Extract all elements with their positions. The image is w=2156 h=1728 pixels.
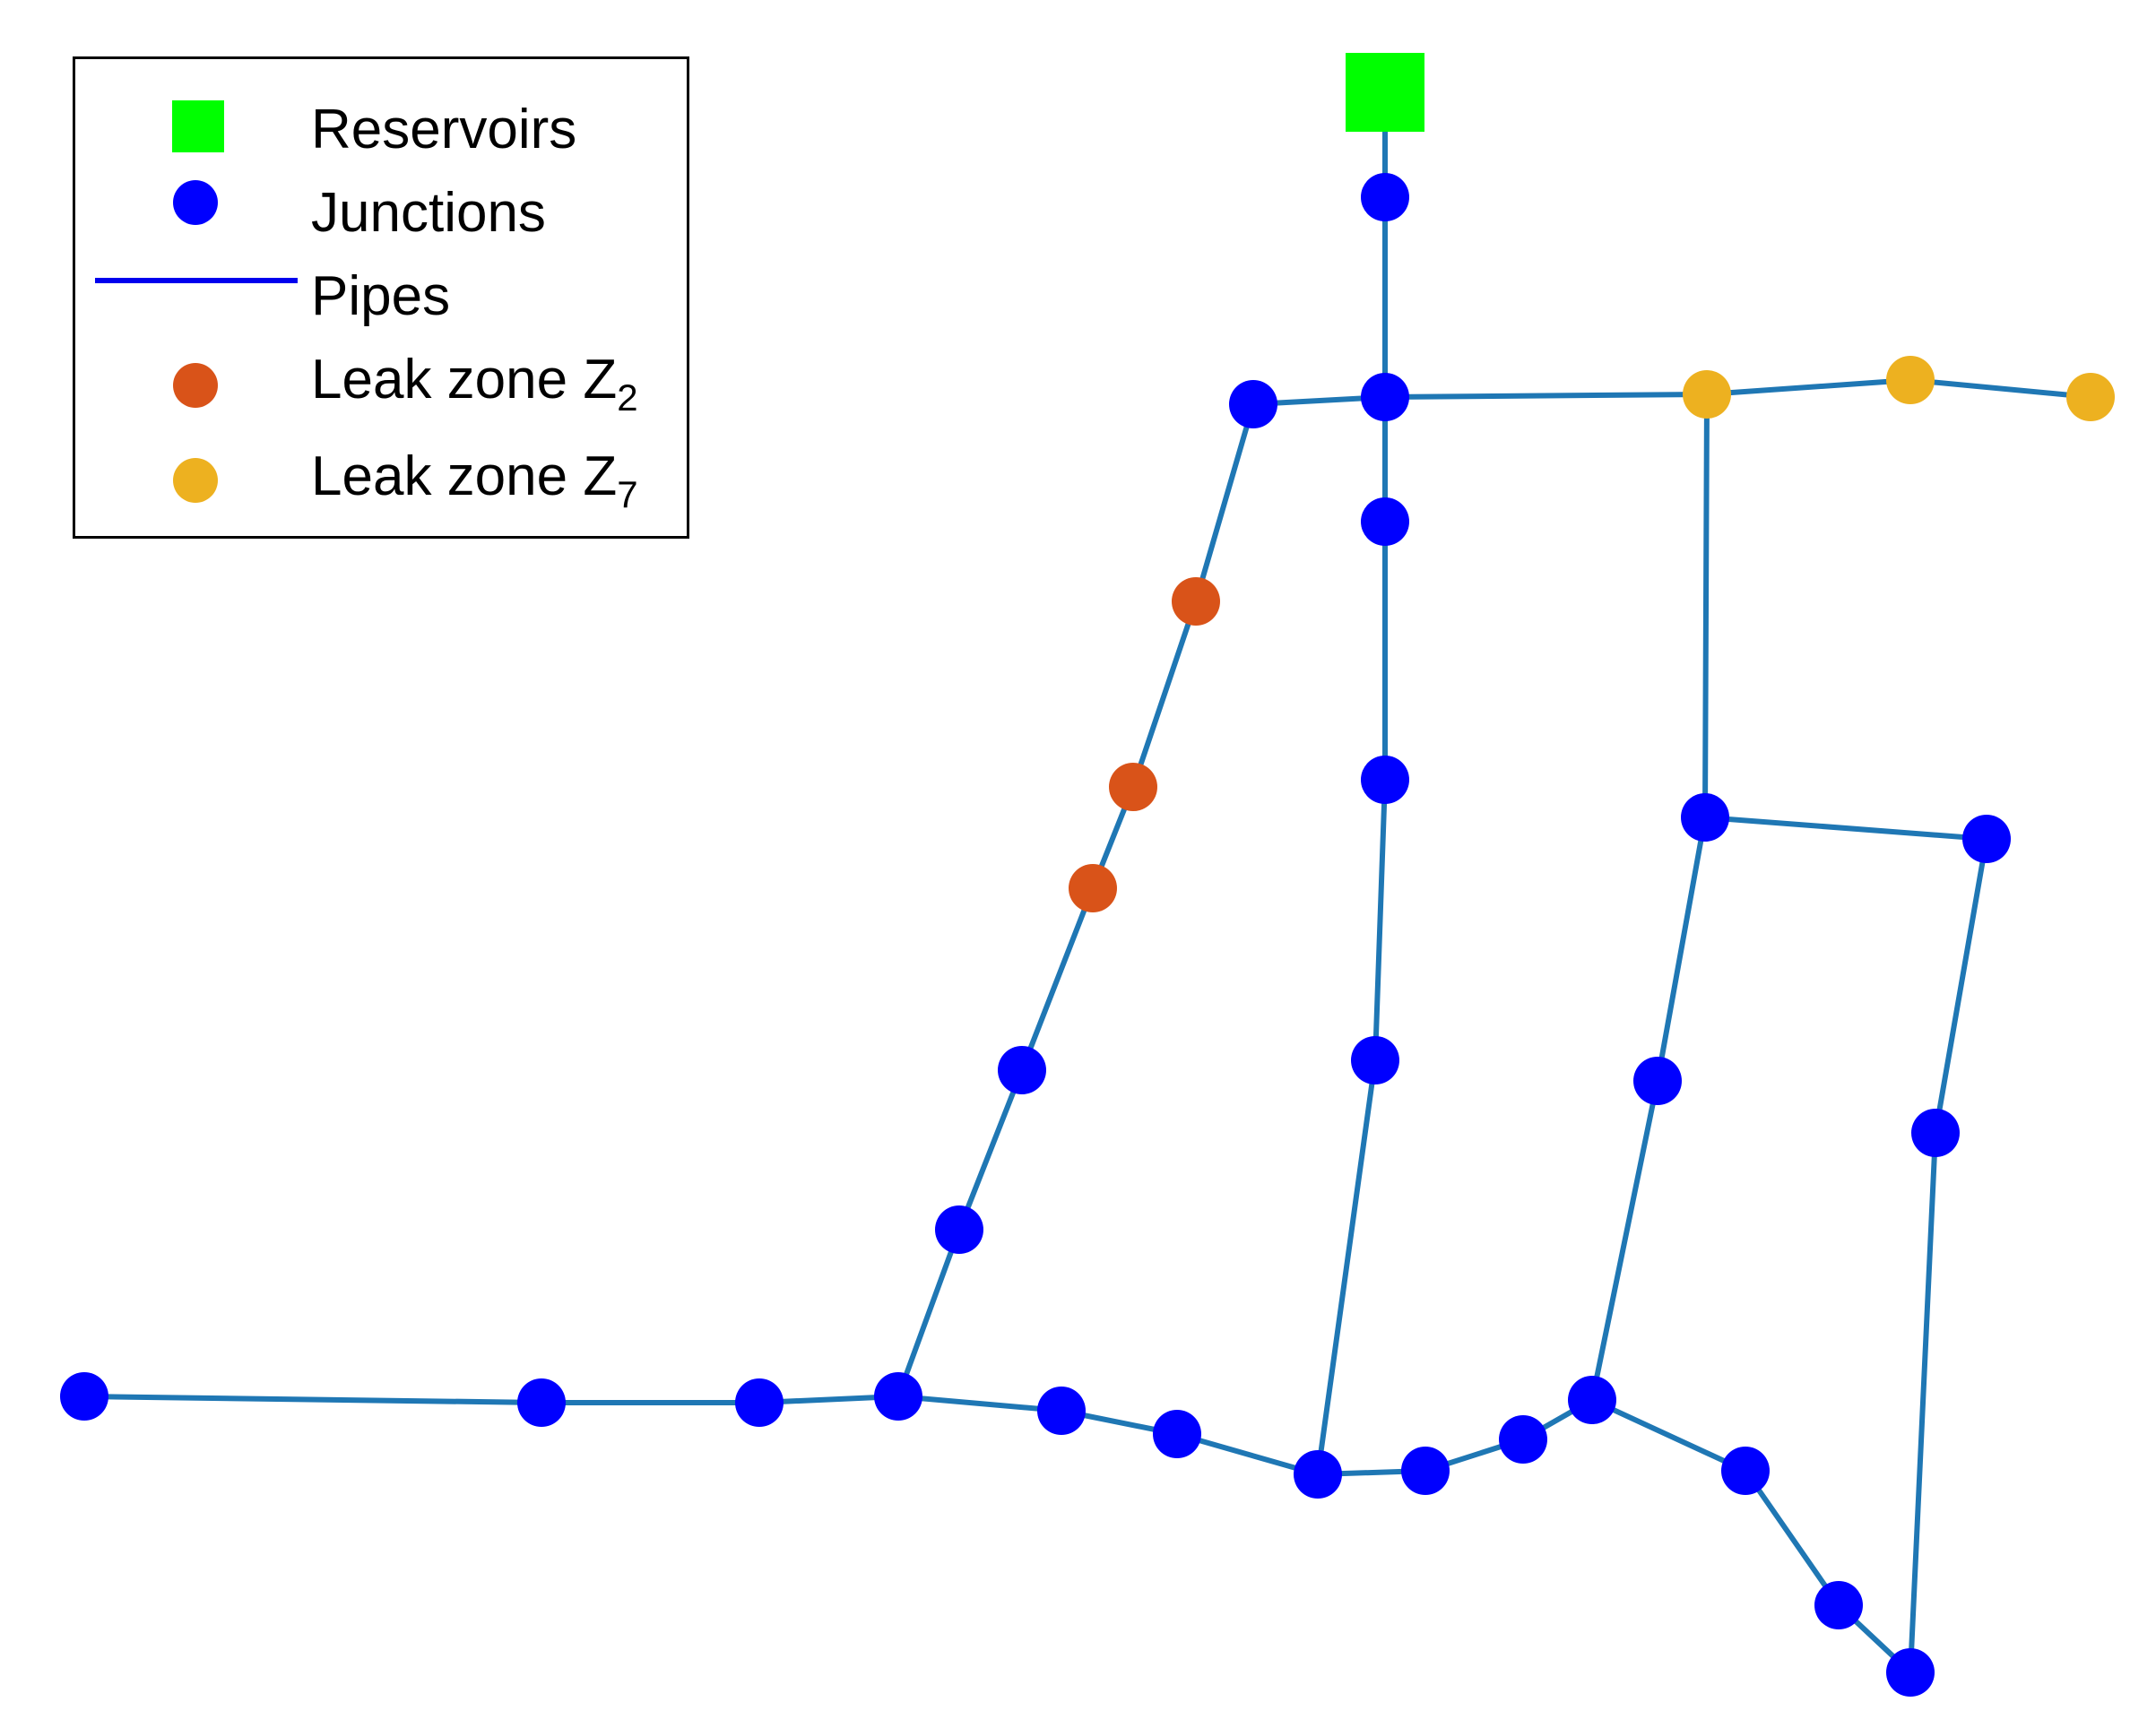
pipe-J10-J11: [1130, 599, 1199, 790]
junction-node: [874, 1372, 922, 1421]
junction-node: [517, 1378, 566, 1427]
pipe-J29-J30: [1743, 1468, 1841, 1608]
junction-node: [998, 1046, 1046, 1094]
pipe-J3-J10: [1193, 402, 1256, 604]
legend-item-leak-zone-z7: Leak zone Z7: [75, 440, 687, 521]
junction-dot-icon: [173, 180, 218, 225]
leak-zone-z2-node: [1069, 864, 1117, 912]
junction-node: [735, 1378, 784, 1427]
legend-label-junctions: Junctions: [311, 182, 546, 244]
leak-zone-z7-text: Leak zone Z: [311, 445, 618, 507]
pipe-J24-J29: [1589, 1397, 1748, 1473]
leak-zone-z7-node: [2066, 373, 2115, 421]
leak-zone-z2-text: Leak zone Z: [311, 349, 618, 410]
junction-node: [1361, 173, 1409, 221]
junction-node: [1361, 756, 1409, 804]
pipe-J8-J9: [1372, 777, 1388, 1063]
junction-node: [1037, 1387, 1086, 1435]
junction-node: [1962, 815, 2011, 863]
pipe-J28-J31: [1908, 1130, 1938, 1675]
leak-zone-z7-dot-icon: [173, 458, 218, 503]
legend-item-reservoirs: Reservoirs: [75, 86, 687, 167]
junction-node: [1351, 1036, 1399, 1084]
pipe-J9-J21: [1315, 1058, 1378, 1477]
pipe-J26-J28: [1933, 836, 1989, 1136]
pipe-J16-J17: [82, 1394, 544, 1405]
leak-zone-z7-subscript: 7: [617, 473, 638, 515]
pipe-J25-J26: [1702, 815, 1989, 842]
junction-node: [60, 1372, 108, 1421]
pipe-J15-J19: [896, 1394, 1064, 1413]
nodes-layer: [60, 53, 2115, 1697]
legend-item-junctions: Junctions: [75, 169, 687, 250]
legend-label-reservoirs: Reservoirs: [311, 99, 577, 160]
leak-zone-z2-dot-icon: [173, 363, 218, 408]
junction-node: [1911, 1109, 1960, 1157]
pipe-J25-J27: [1655, 815, 1708, 1084]
pipe-J27-J24: [1589, 1078, 1660, 1403]
pipe-J12-J13: [1019, 886, 1095, 1073]
pipe-J4-J5: [1704, 377, 1913, 397]
junction-node: [1294, 1450, 1342, 1499]
junction-node: [935, 1205, 983, 1254]
junction-node: [1499, 1415, 1547, 1464]
pipe-J4-J25: [1702, 392, 1710, 820]
pipe-J2-J4: [1382, 392, 1710, 400]
legend-label-leak-zone-z7: Leak zone Z7: [311, 449, 638, 514]
junction-node: [1814, 1581, 1863, 1629]
leak-zone-z7-node: [1683, 370, 1731, 419]
junction-node: [1721, 1447, 1770, 1495]
legend-label-pipes: Pipes: [311, 265, 451, 327]
legend-label-leak-zone-z2: Leak zone Z2: [311, 349, 638, 417]
junction-node: [1361, 373, 1409, 421]
junction-node: [1153, 1410, 1201, 1458]
pipe-J14-J15: [896, 1227, 962, 1399]
leak-zone-z2-subscript: 2: [617, 376, 638, 419]
leak-zone-z7-node: [1886, 356, 1935, 404]
pipe-J5-J6: [1908, 377, 2093, 400]
legend-item-leak-zone-z2: Leak zone Z2: [75, 336, 687, 417]
pipe-J20-J21: [1174, 1431, 1320, 1477]
junction-node: [1886, 1648, 1935, 1697]
legend-item-pipes: Pipes: [75, 253, 687, 333]
legend: Reservoirs Junctions Pipes Leak zone Z2 …: [73, 56, 689, 539]
pipe-line-icon: [95, 278, 298, 283]
reservoir-square-icon: [172, 100, 224, 152]
leak-zone-z2-node: [1172, 577, 1220, 626]
junction-node: [1401, 1447, 1450, 1495]
pipe-J13-J14: [957, 1067, 1025, 1232]
junction-node: [1361, 497, 1409, 546]
reservoir-node: [1346, 53, 1424, 132]
junction-node: [1633, 1057, 1682, 1105]
junction-node: [1681, 793, 1729, 842]
leak-zone-z2-node: [1109, 763, 1157, 811]
junction-node: [1568, 1376, 1616, 1424]
junction-node: [1229, 380, 1277, 428]
